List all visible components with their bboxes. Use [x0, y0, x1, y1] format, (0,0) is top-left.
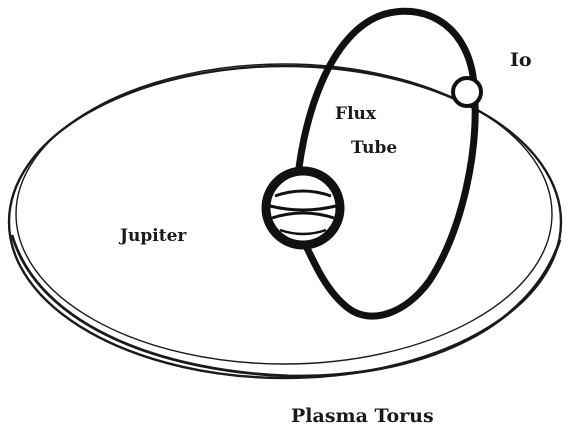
io-disk [453, 78, 481, 106]
plasma-torus-label: Plasma Torus [291, 405, 434, 427]
jupiter-planet [266, 171, 340, 245]
flux-tube-label-line1: Flux [335, 104, 377, 124]
flux-tube-loop [296, 11, 475, 316]
io-label: Io [510, 49, 532, 71]
flux-tube-label-line2: Tube [351, 138, 397, 158]
io-moon [453, 78, 481, 106]
jupiter-label: Jupiter [118, 226, 187, 246]
plasma-torus-front-rim [12, 235, 560, 376]
flux-tube [296, 11, 475, 316]
